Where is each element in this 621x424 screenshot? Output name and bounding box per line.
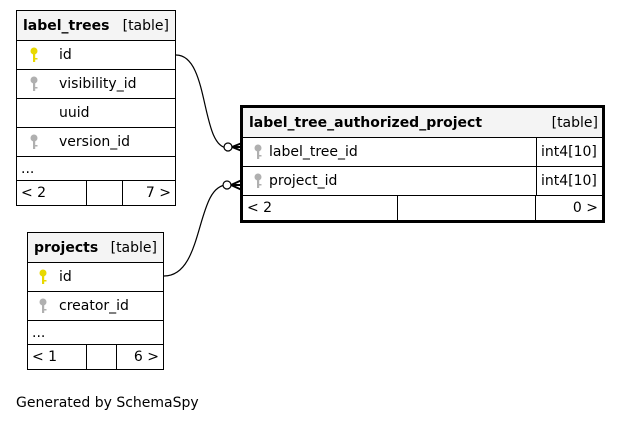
- table-name: projects: [34, 239, 99, 256]
- column-name: creator_id: [59, 298, 129, 314]
- parents-link[interactable]: < 2: [243, 196, 398, 220]
- ellipsis: ...: [21, 160, 35, 177]
- table-label-trees[interactable]: label_trees [table] id visibility_id uui…: [16, 10, 176, 206]
- column-name: uuid: [59, 105, 90, 121]
- column-name: id: [59, 269, 72, 285]
- table-header: label_tree_authorized_project [table]: [243, 108, 602, 138]
- foreign-key-icon: [254, 144, 262, 159]
- column-row[interactable]: project_id int4[10]: [243, 167, 602, 196]
- column-row[interactable]: id: [28, 263, 163, 292]
- generator-credit: Generated by SchemaSpy: [16, 395, 199, 411]
- foreign-key-icon: [30, 134, 38, 149]
- edge-optional-marker: [223, 142, 233, 152]
- footer-spacer: [398, 196, 536, 220]
- parents-link[interactable]: < 2: [17, 181, 87, 205]
- column-row[interactable]: version_id: [17, 128, 175, 157]
- parents-link[interactable]: < 1: [28, 345, 87, 369]
- column-type: int4[10]: [536, 167, 602, 195]
- table-header: projects [table]: [28, 233, 163, 263]
- table-footer: < 2 7 >: [17, 181, 175, 205]
- column-row[interactable]: label_tree_id int4[10]: [243, 138, 602, 167]
- column-name: id: [59, 47, 72, 63]
- foreign-key-icon: [254, 173, 262, 188]
- edge-optional-marker: [222, 180, 232, 190]
- column-row[interactable]: creator_id: [28, 292, 163, 321]
- more-columns: ...: [17, 157, 175, 181]
- table-name: label_trees: [23, 17, 110, 34]
- table-header: label_trees [table]: [17, 11, 175, 41]
- footer-spacer: [87, 345, 117, 369]
- edge-projects-to-authorized-project: [163, 184, 228, 277]
- table-kind: [table]: [551, 114, 598, 131]
- table-footer: < 2 0 >: [243, 196, 602, 220]
- table-name: label_tree_authorized_project: [249, 114, 483, 131]
- children-link[interactable]: 0 >: [572, 200, 598, 216]
- foreign-key-icon: [39, 298, 47, 313]
- table-kind: [table]: [110, 239, 157, 256]
- column-row[interactable]: id: [17, 41, 175, 70]
- foreign-key-icon: [30, 76, 38, 91]
- table-projects[interactable]: projects [table] id creator_id ... < 1 6…: [27, 232, 164, 370]
- edge-label-trees-to-authorized-project: [175, 54, 229, 149]
- column-type: int4[10]: [536, 138, 602, 166]
- table-label-tree-authorized-project[interactable]: label_tree_authorized_project [table] la…: [240, 105, 605, 223]
- column-row[interactable]: uuid: [17, 99, 175, 128]
- column-name: version_id: [59, 134, 131, 150]
- ellipsis: ...: [32, 324, 46, 341]
- children-link[interactable]: 7 >: [145, 185, 171, 201]
- key-icon: [30, 47, 38, 62]
- column-row[interactable]: visibility_id: [17, 70, 175, 99]
- footer-spacer: [87, 181, 123, 205]
- more-columns: ...: [28, 321, 163, 345]
- key-icon: [39, 269, 47, 284]
- column-name: label_tree_id: [269, 144, 358, 160]
- table-kind: [table]: [122, 17, 169, 34]
- column-name: project_id: [269, 173, 338, 189]
- children-link[interactable]: 6 >: [133, 349, 159, 365]
- column-name: visibility_id: [59, 76, 137, 92]
- table-footer: < 1 6 >: [28, 345, 163, 369]
